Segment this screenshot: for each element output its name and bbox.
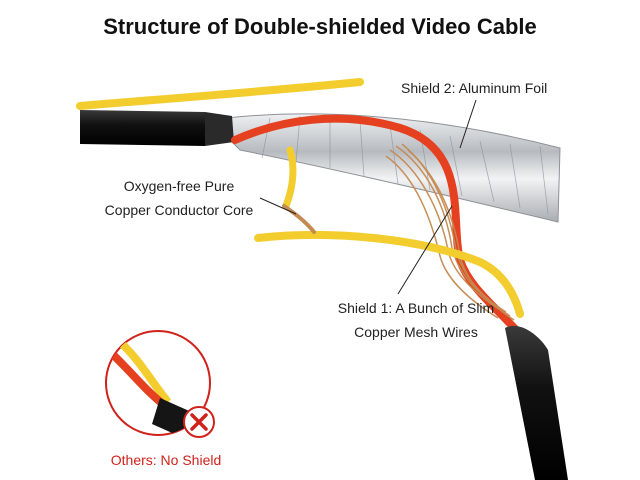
label-no-shield: Others: No Shield (110, 452, 222, 468)
yellow-wire-top (76, 78, 364, 110)
leader-conductor (259, 197, 297, 215)
leader-shield2 (459, 99, 477, 149)
copper-core-tip (282, 204, 316, 234)
label-conductor-line2: Copper Conductor Core (104, 202, 254, 218)
yellow-conductor (282, 146, 297, 210)
label-shield1: Shield 1: A Bunch of Slim Copper Mesh Wi… (316, 296, 516, 344)
label-conductor-line1: Oxygen-free Pure (123, 178, 235, 194)
label-conductor: Oxygen-free Pure Copper Conductor Core (96, 174, 262, 222)
black-jacket-left (80, 110, 214, 146)
label-shield2: Shield 2: Aluminum Foil (401, 80, 548, 96)
leader-shield1 (397, 205, 453, 295)
label-shield1-line1: Shield 1: A Bunch of Slim (337, 300, 495, 316)
label-shield1-line2: Copper Mesh Wires (354, 324, 478, 340)
black-jacket-right (505, 325, 568, 480)
page-title: Structure of Double-shielded Video Cable (103, 14, 537, 39)
yellow-wire-lower (254, 231, 524, 318)
